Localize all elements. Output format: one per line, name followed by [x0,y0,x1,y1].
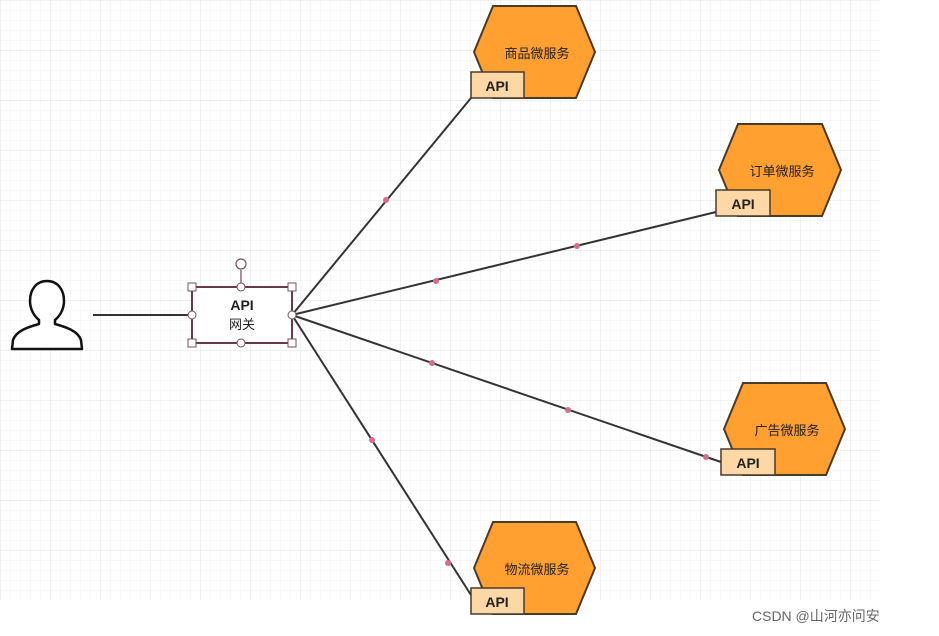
resize-handle[interactable] [187,282,197,292]
resize-handle[interactable] [236,282,246,292]
service-order[interactable]: 订单微服务 API [715,123,843,217]
service-label: 商品微服务 [504,46,569,62]
rotate-handle[interactable] [235,258,247,270]
waypoint-dot[interactable] [703,454,709,460]
waypoint-dot[interactable] [383,197,389,203]
api-port-label: API [731,196,754,212]
api-port-label: API [736,455,759,471]
service-label: 订单微服务 [749,164,814,180]
watermark: CSDN @山河亦问安 [752,608,880,624]
waypoint-dot[interactable] [429,360,435,366]
service-label: 物流微服务 [504,562,569,578]
resize-handle[interactable] [187,310,197,320]
api-port-box[interactable] [715,189,771,217]
api-port-box[interactable] [470,71,525,99]
connector-logistics[interactable] [291,314,472,596]
waypoint-dot[interactable] [369,437,375,443]
api-gateway[interactable]: API 网关 [187,258,297,348]
api-port-box[interactable] [470,587,525,615]
waypoint-dot[interactable] [433,278,439,284]
resize-handle[interactable] [287,338,297,348]
gateway-label-line2: 网关 [229,318,255,333]
resize-handle[interactable] [187,338,197,348]
gateway-label-line1: API [230,297,253,313]
resize-handle[interactable] [287,310,297,320]
connector-order[interactable] [291,211,717,316]
grid-background [0,0,880,600]
waypoint-dot[interactable] [445,560,451,566]
connector-ad[interactable] [291,314,722,463]
service-goods[interactable]: 商品微服务 API [470,5,597,99]
connector-goods[interactable] [291,97,472,316]
waypoint-dot[interactable] [565,407,571,413]
waypoint-dot[interactable] [574,243,580,249]
api-port-label: API [485,78,508,94]
resize-handle[interactable] [287,282,297,292]
api-port-box[interactable] [720,448,776,476]
service-logistics[interactable]: 物流微服务 API [470,521,597,615]
gateway-box[interactable] [191,286,293,344]
api-port-label: API [485,594,508,610]
user-icon [10,279,84,351]
service-ad[interactable]: 广告微服务 API [720,382,847,476]
service-label: 广告微服务 [754,423,819,439]
resize-handle[interactable] [236,338,246,348]
